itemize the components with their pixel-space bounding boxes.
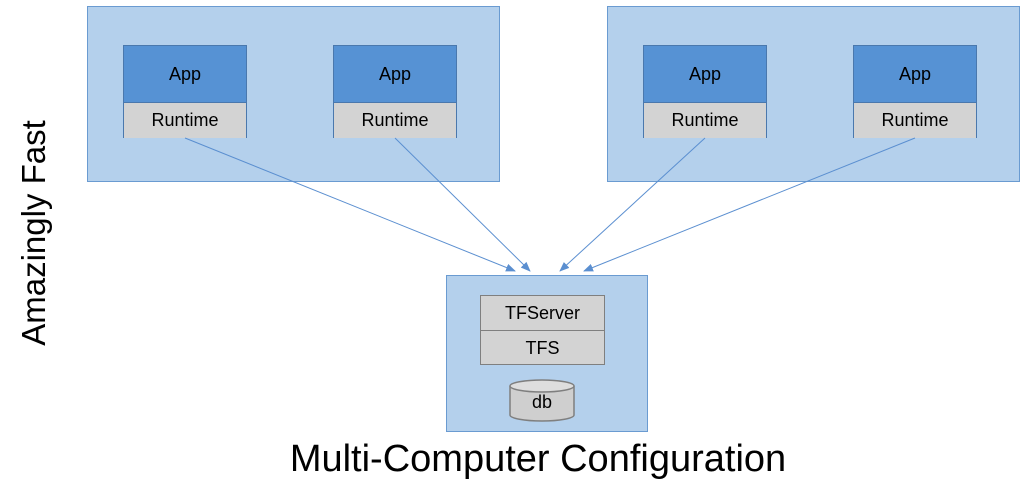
database-icon: db xyxy=(507,378,577,423)
connector-arrow xyxy=(583,137,916,272)
app-block: App xyxy=(124,46,246,103)
db-label: db xyxy=(531,392,553,412)
app-runtime-stack: App Runtime xyxy=(123,45,247,138)
tfs-block: TFS xyxy=(525,337,560,358)
runtime-block: Runtime xyxy=(854,103,976,138)
app-runtime-stack: App Runtime xyxy=(333,45,457,138)
app-block: App xyxy=(854,46,976,103)
connector-arrow xyxy=(559,137,706,272)
tfserver-block: TFServer xyxy=(481,296,604,331)
app-runtime-stack: App Runtime xyxy=(643,45,767,138)
runtime-block: Runtime xyxy=(334,103,456,138)
diagram-title: Multi-Computer Configuration xyxy=(289,438,787,480)
connector-arrow xyxy=(394,137,531,272)
app-runtime-stack: App Runtime xyxy=(853,45,977,138)
runtime-block: Runtime xyxy=(124,103,246,138)
server-stack: TFServer TFS xyxy=(480,295,605,365)
runtime-block: Runtime xyxy=(644,103,766,138)
app-block: App xyxy=(644,46,766,103)
connector-arrow xyxy=(184,137,516,272)
app-block: App xyxy=(334,46,456,103)
